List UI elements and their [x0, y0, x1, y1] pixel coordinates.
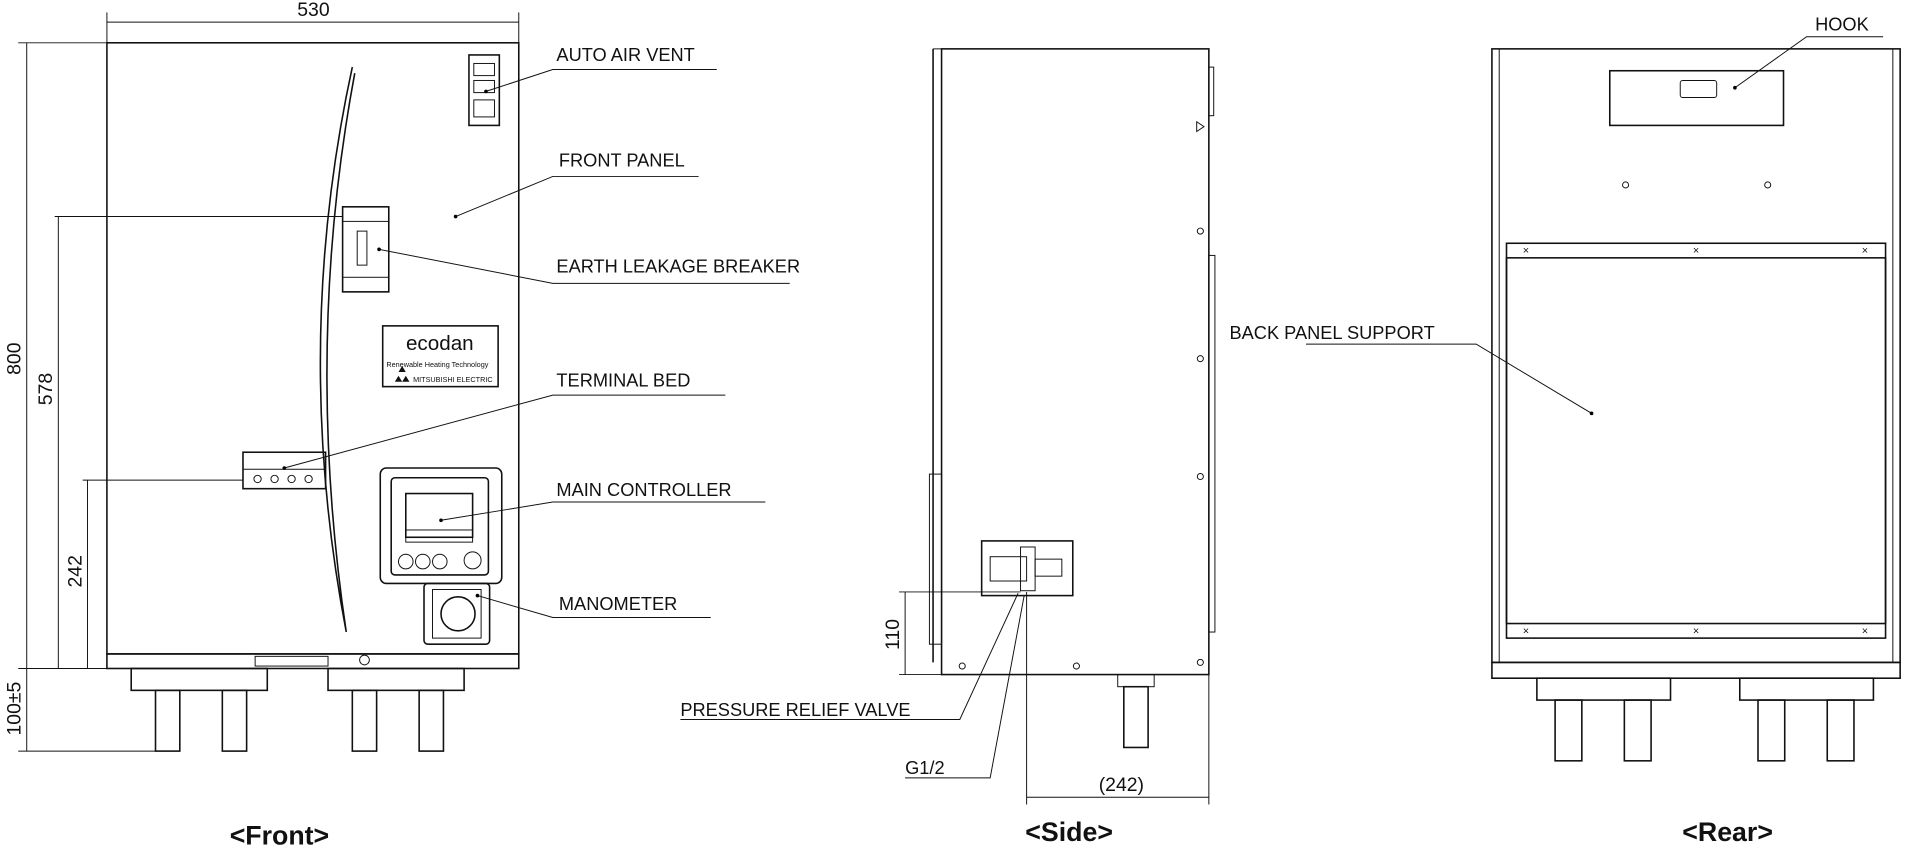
dim-side-depth: (242)	[1099, 774, 1144, 796]
label-earth-leakage-breaker: EARTH LEAKAGE BREAKER	[556, 256, 800, 276]
auto-air-vent-part	[468, 54, 501, 127]
dim-relief: 110	[882, 619, 904, 650]
label-manometer: MANOMETER	[559, 594, 677, 614]
side-view: 110 (242) PRESSURE RELIEF VALVE G1/2 <Si…	[680, 48, 1216, 847]
ecodan-logo: ecodan Renewable Heating Technology MITS…	[381, 325, 499, 388]
label-front-panel: FRONT PANEL	[559, 151, 685, 171]
svg-text:×: ×	[1693, 245, 1699, 257]
svg-text:×: ×	[1523, 245, 1529, 257]
rear-cabinet	[1491, 48, 1901, 664]
label-back-panel-support: BACK PANEL SUPPORT	[1230, 323, 1435, 343]
front-view: ecodan Renewable Heating Technology MITS…	[4, 0, 800, 851]
front-dimensions: 530 800 100±5 578 242	[4, 0, 520, 752]
svg-text:×: ×	[1523, 625, 1529, 637]
label-g12: G1/2	[905, 758, 945, 778]
front-base	[106, 653, 520, 670]
side-dimensions: 110 (242)	[680, 591, 1210, 805]
svg-text:×: ×	[1862, 245, 1868, 257]
logo-brand: ecodan	[406, 332, 474, 355]
hook-part	[1608, 69, 1785, 127]
label-hook: HOOK	[1815, 15, 1869, 35]
front-curve	[319, 66, 356, 633]
pressure-relief-valve-part	[980, 540, 1074, 597]
dim-bottom: 100±5	[4, 682, 26, 736]
label-main-controller: MAIN CONTROLLER	[556, 480, 731, 500]
back-panel-support-part: × × × × × ×	[1505, 242, 1887, 639]
caption-side: <Side>	[1025, 817, 1113, 847]
manometer-part	[423, 582, 491, 645]
rear-pipes	[1536, 677, 1875, 762]
rear-view: × × × × × × HOOK BACK PANEL SUPPORT <Rear>	[1230, 15, 1901, 847]
dim-width: 530	[297, 0, 330, 21]
logo-tagline: Renewable Heating Technology	[386, 360, 488, 369]
svg-text:×: ×	[1862, 625, 1868, 637]
dim-breaker: 578	[35, 373, 57, 405]
label-auto-air-vent: AUTO AIR VENT	[556, 45, 694, 65]
terminal-bed-part	[242, 451, 327, 490]
dim-height: 800	[4, 342, 26, 375]
caption-front: <Front>	[230, 821, 329, 851]
front-leaders	[282, 69, 790, 618]
main-controller-part	[379, 467, 503, 585]
earth-leakage-breaker-part	[341, 206, 390, 293]
front-pipes	[130, 654, 465, 752]
logo-maker: MITSUBISHI ELECTRIC	[413, 375, 493, 384]
label-terminal-bed: TERMINAL BED	[556, 371, 690, 391]
caption-rear: <Rear>	[1682, 817, 1773, 847]
svg-text:×: ×	[1693, 625, 1699, 637]
dim-terminal: 242	[64, 555, 86, 587]
label-pressure-relief-valve: PRESSURE RELIEF VALVE	[680, 700, 910, 720]
